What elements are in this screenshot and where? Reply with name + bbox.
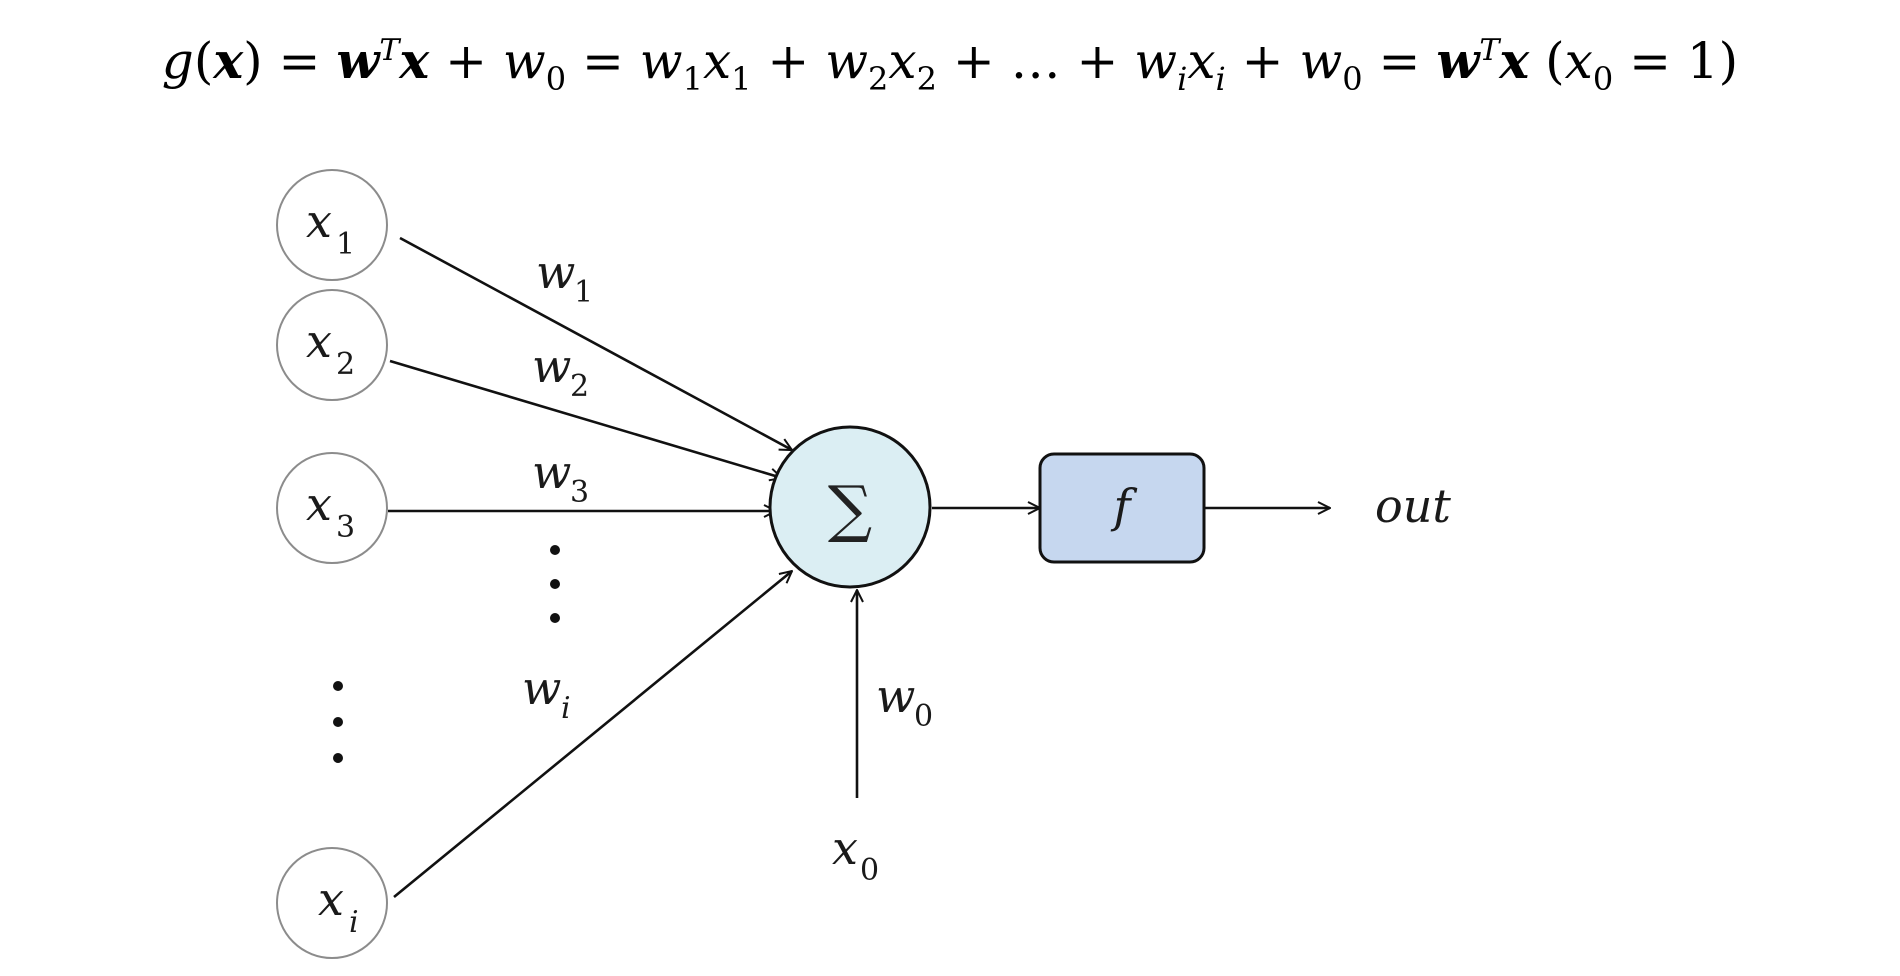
summation-node: ∑ [768, 425, 932, 589]
svg-text:w: w [522, 661, 561, 715]
weight-label-wi: w i [522, 661, 571, 726]
svg-text:1: 1 [574, 275, 593, 310]
output-label: out [1375, 479, 1451, 533]
svg-text:3: 3 [570, 475, 589, 510]
svg-text:x: x [318, 872, 344, 926]
weight-label-w3: w 3 [532, 445, 589, 510]
svg-text:x: x [306, 194, 332, 248]
svg-text:0: 0 [914, 699, 933, 734]
activation-node: f [1038, 452, 1206, 564]
svg-text:w: w [876, 669, 915, 723]
input-node-x2: x 2 [276, 289, 388, 401]
svg-text:0: 0 [860, 853, 879, 888]
svg-text:i: i [349, 905, 359, 940]
weight-ellipsis-dots [550, 545, 560, 623]
edge-x1 [399, 236, 792, 452]
svg-text:i: i [561, 691, 571, 726]
svg-text:1: 1 [336, 227, 355, 262]
svg-text:x: x [306, 314, 332, 368]
svg-text:w: w [532, 445, 571, 499]
svg-text:x: x [306, 477, 332, 531]
svg-text:2: 2 [570, 369, 589, 404]
input-ellipsis-dots [333, 681, 343, 763]
svg-text:w: w [532, 339, 571, 393]
svg-text:w: w [536, 245, 575, 299]
svg-text:x: x [832, 821, 858, 875]
weight-label-w2: w 2 [532, 339, 589, 404]
input-node-x1: x 1 [276, 169, 388, 281]
sum-symbol: ∑ [828, 472, 872, 545]
weight-label-w1: w 1 [536, 245, 593, 310]
input-node-xi: x i [276, 847, 388, 959]
bias-weight-label-w0: w 0 [876, 669, 933, 734]
bias-input-label-x0: x 0 [832, 821, 879, 888]
equation: g(x) = wTx + w0 = w1x1 + w2x2 + … + wixi… [162, 31, 1738, 98]
edge-x2 [389, 359, 782, 478]
input-node-x3: x 3 [276, 452, 388, 564]
svg-text:2: 2 [336, 347, 355, 382]
svg-text:3: 3 [336, 510, 355, 545]
edge-xi [393, 571, 792, 899]
